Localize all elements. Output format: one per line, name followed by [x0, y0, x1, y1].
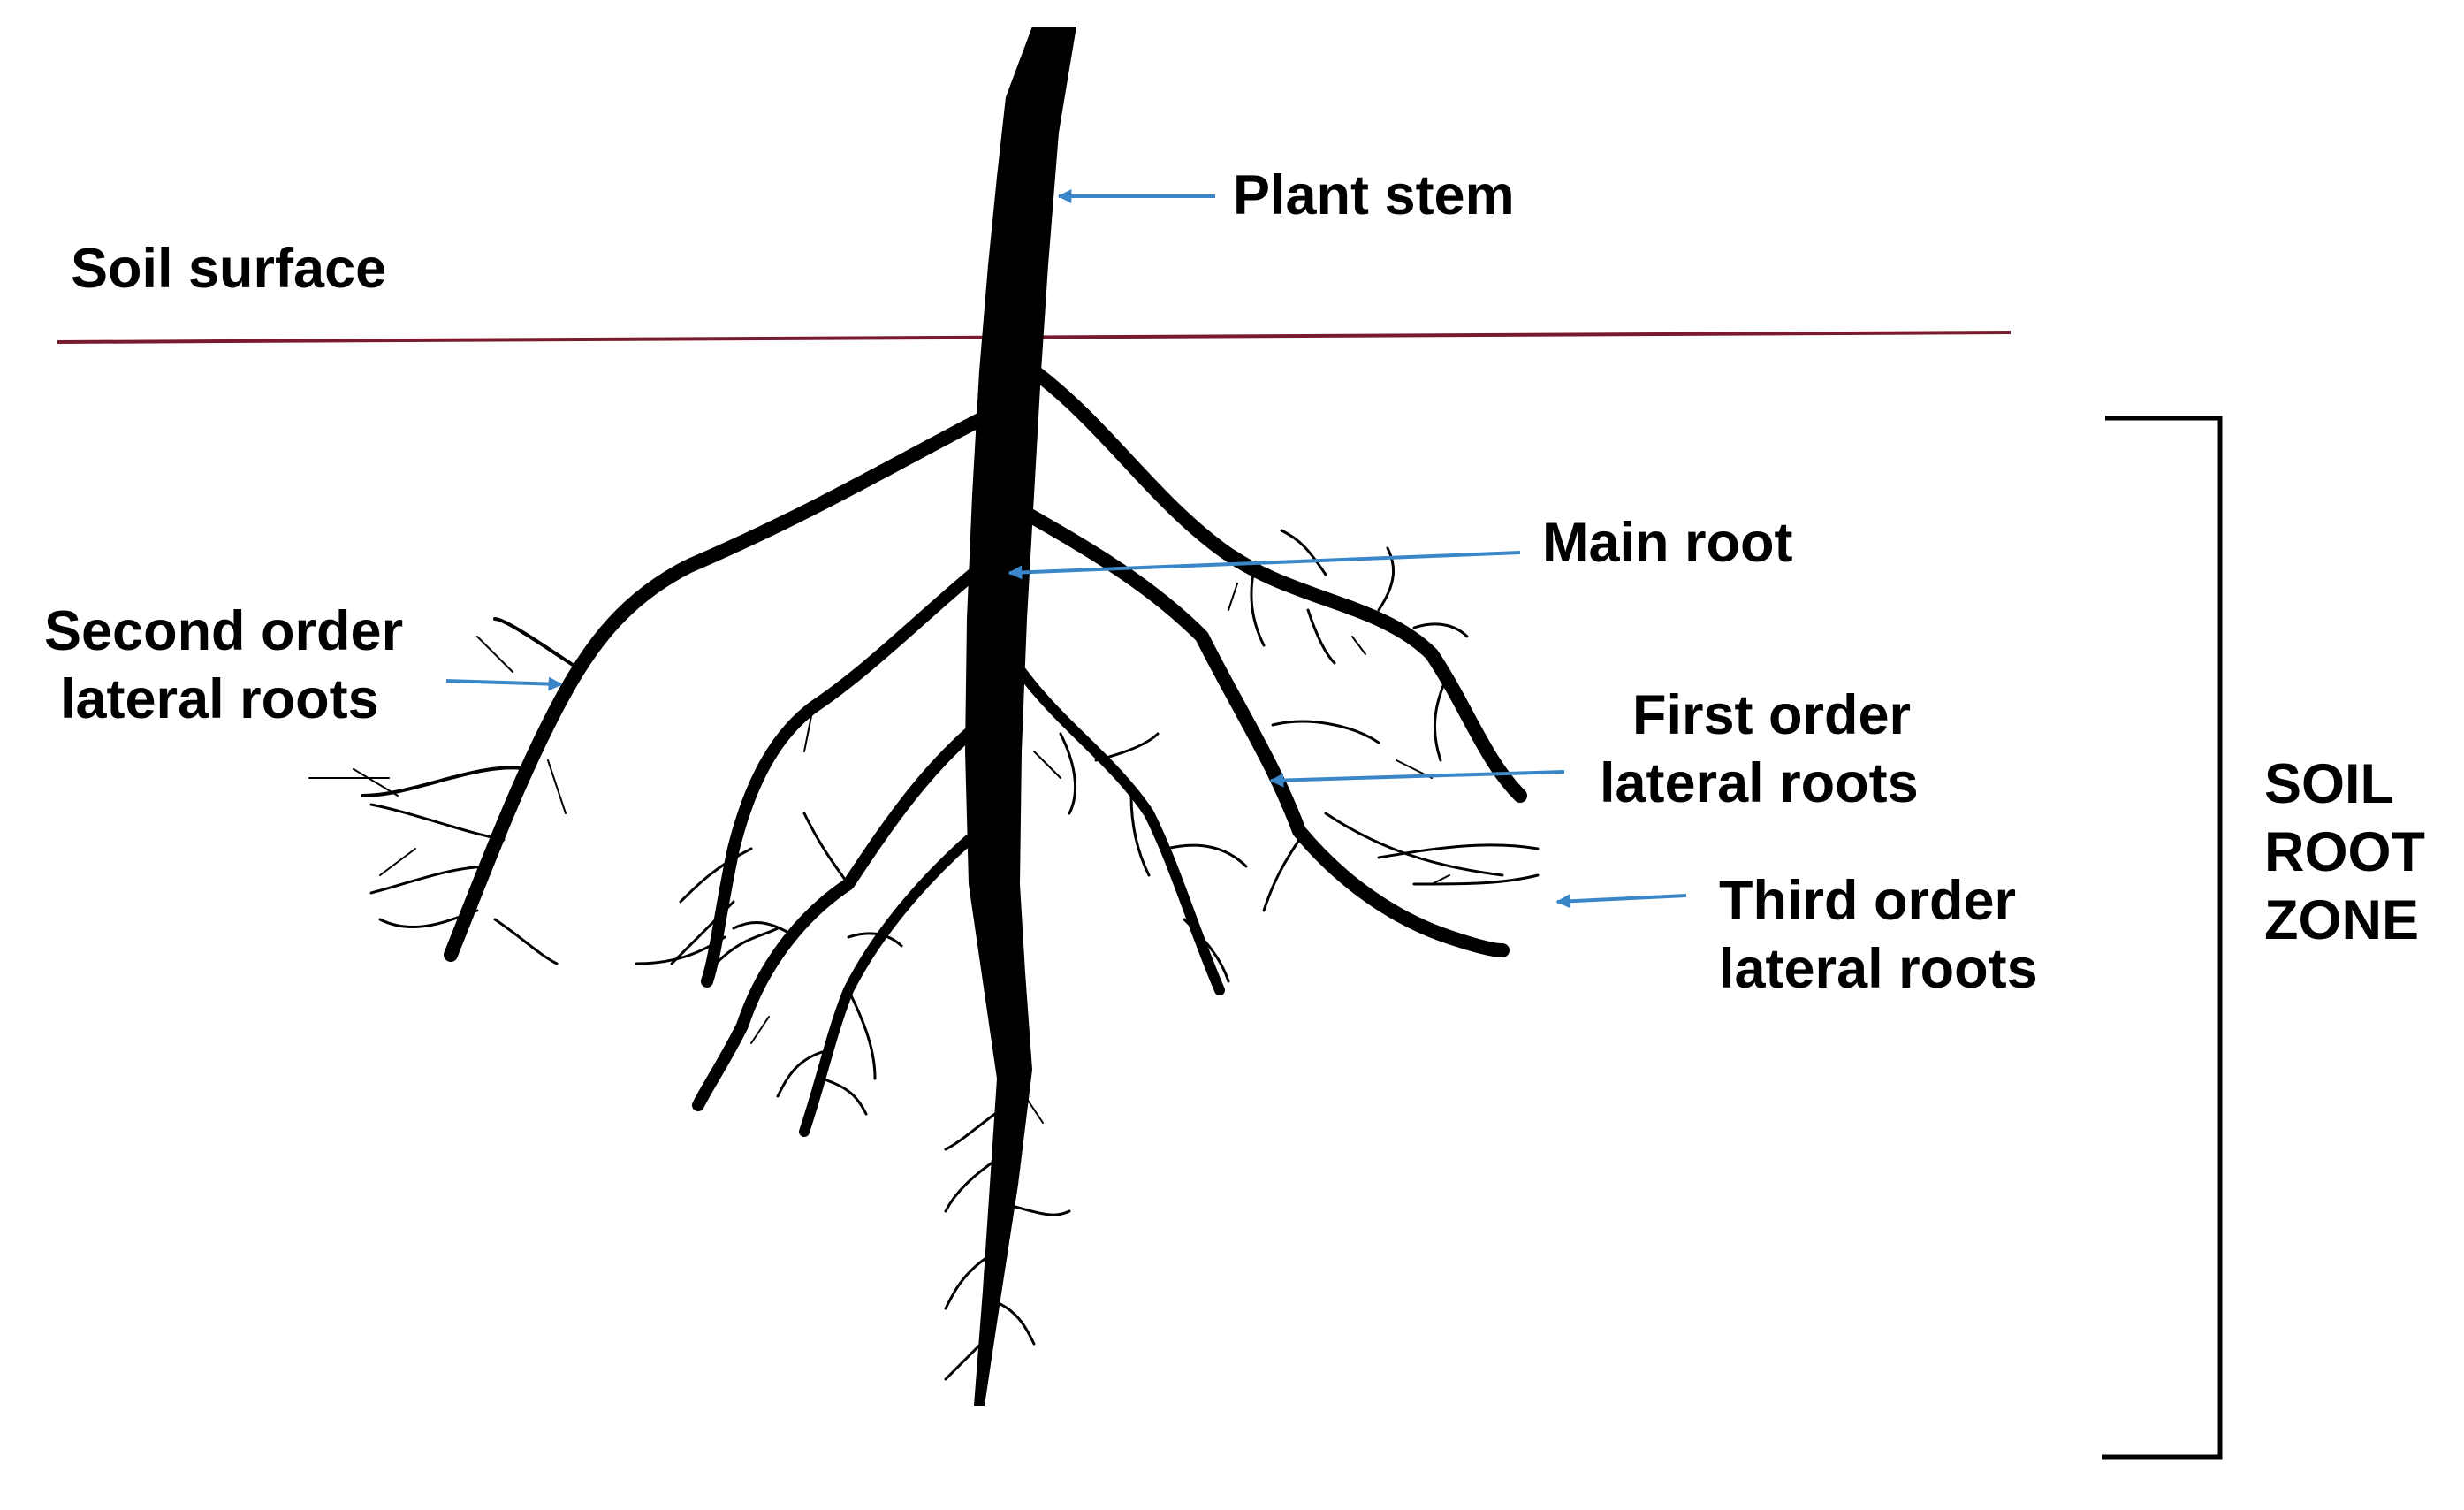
third-order-label-line1: Third order: [1719, 870, 2016, 932]
second-order-label-line1: Second order: [44, 600, 403, 662]
soil-root-zone-label-line3: ZONE: [2264, 889, 2419, 951]
middle-left-branch: [701, 568, 978, 988]
lower-left-branch-b: [799, 835, 974, 1137]
soil-root-zone-bracket: [2102, 416, 2223, 1460]
third-order-label-line2: lateral roots: [1719, 938, 2038, 1000]
lower-left-branch-a: [692, 728, 975, 1111]
lower-right-branch: [1016, 667, 1225, 995]
main-root-label: Main root: [1542, 512, 1792, 574]
upper-right-branch: [1027, 364, 1527, 803]
leader-arrows: [445, 189, 1687, 909]
first-order-label-line1: First order: [1632, 684, 1911, 746]
upper-left-branch: [444, 408, 995, 962]
soil-root-zone-label-line1: SOIL: [2264, 753, 2394, 815]
second-order-arrow: [445, 676, 563, 691]
third-order-arrow: [1555, 894, 1687, 909]
lateral-roots: [308, 364, 1540, 1381]
first-order-arrow: [1269, 770, 1565, 788]
main-root: [965, 27, 1076, 1406]
second-order-label-line2: lateral roots: [60, 668, 379, 730]
soil-surface-label: Soil surface: [71, 238, 386, 300]
plant-stem-label: Plant stem: [1233, 164, 1515, 226]
soil-root-zone-label-line2: ROOT: [2264, 821, 2425, 883]
main-root-arrow: [1008, 551, 1521, 580]
first-order-label-line2: lateral roots: [1600, 752, 1919, 814]
